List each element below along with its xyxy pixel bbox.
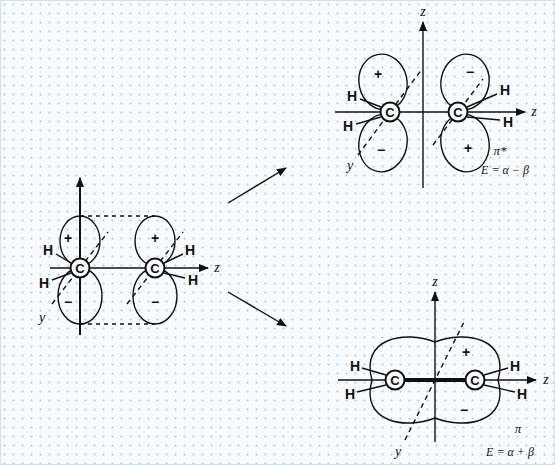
- hydrogen-atom: H: [345, 387, 355, 401]
- phase-sign: −: [466, 65, 474, 79]
- phase-sign: +: [64, 231, 72, 245]
- carbon-atom: C: [448, 102, 469, 123]
- orbital-symbol: π: [515, 422, 522, 435]
- orbital-symbol: π*: [493, 144, 506, 157]
- energy-label: E = α − β: [481, 164, 529, 176]
- axis-label: z: [214, 261, 219, 275]
- phase-sign: −: [151, 295, 159, 309]
- axis-label: z: [543, 373, 548, 387]
- phase-sign: −: [377, 143, 385, 157]
- hydrogen-atom: H: [510, 359, 520, 373]
- hydrogen-atom: H: [517, 387, 527, 401]
- axis-label: y: [39, 311, 45, 325]
- hydrogen-atom: H: [343, 119, 353, 133]
- hydrogen-atom: H: [188, 273, 198, 287]
- phase-sign: −: [460, 403, 468, 417]
- hydrogen-atom: H: [185, 243, 195, 257]
- carbon-atom: C: [145, 258, 166, 279]
- carbon-atom: C: [70, 258, 91, 279]
- hydrogen-atom: H: [350, 359, 360, 373]
- hydrogen-atom: H: [500, 83, 510, 97]
- carbon-atom: C: [380, 102, 401, 123]
- hydrogen-atom: H: [39, 276, 49, 290]
- phase-sign: −: [64, 295, 72, 309]
- axis-label: y: [347, 159, 353, 173]
- hydrogen-atom: H: [503, 115, 513, 129]
- phase-sign: +: [151, 231, 159, 245]
- phase-sign: +: [374, 67, 382, 81]
- axis-label: z: [531, 105, 536, 119]
- hydrogen-atom: H: [43, 243, 53, 257]
- axis-label: y: [395, 445, 401, 459]
- axis-label: z: [432, 275, 437, 289]
- hydrogen-atom: H: [347, 89, 357, 103]
- axis-label: z: [420, 5, 425, 19]
- carbon-atom: C: [465, 370, 486, 391]
- carbon-atom: C: [385, 370, 406, 391]
- phase-sign: +: [464, 141, 472, 155]
- phase-sign: +: [462, 345, 470, 359]
- energy-label: E = α + β: [486, 446, 534, 458]
